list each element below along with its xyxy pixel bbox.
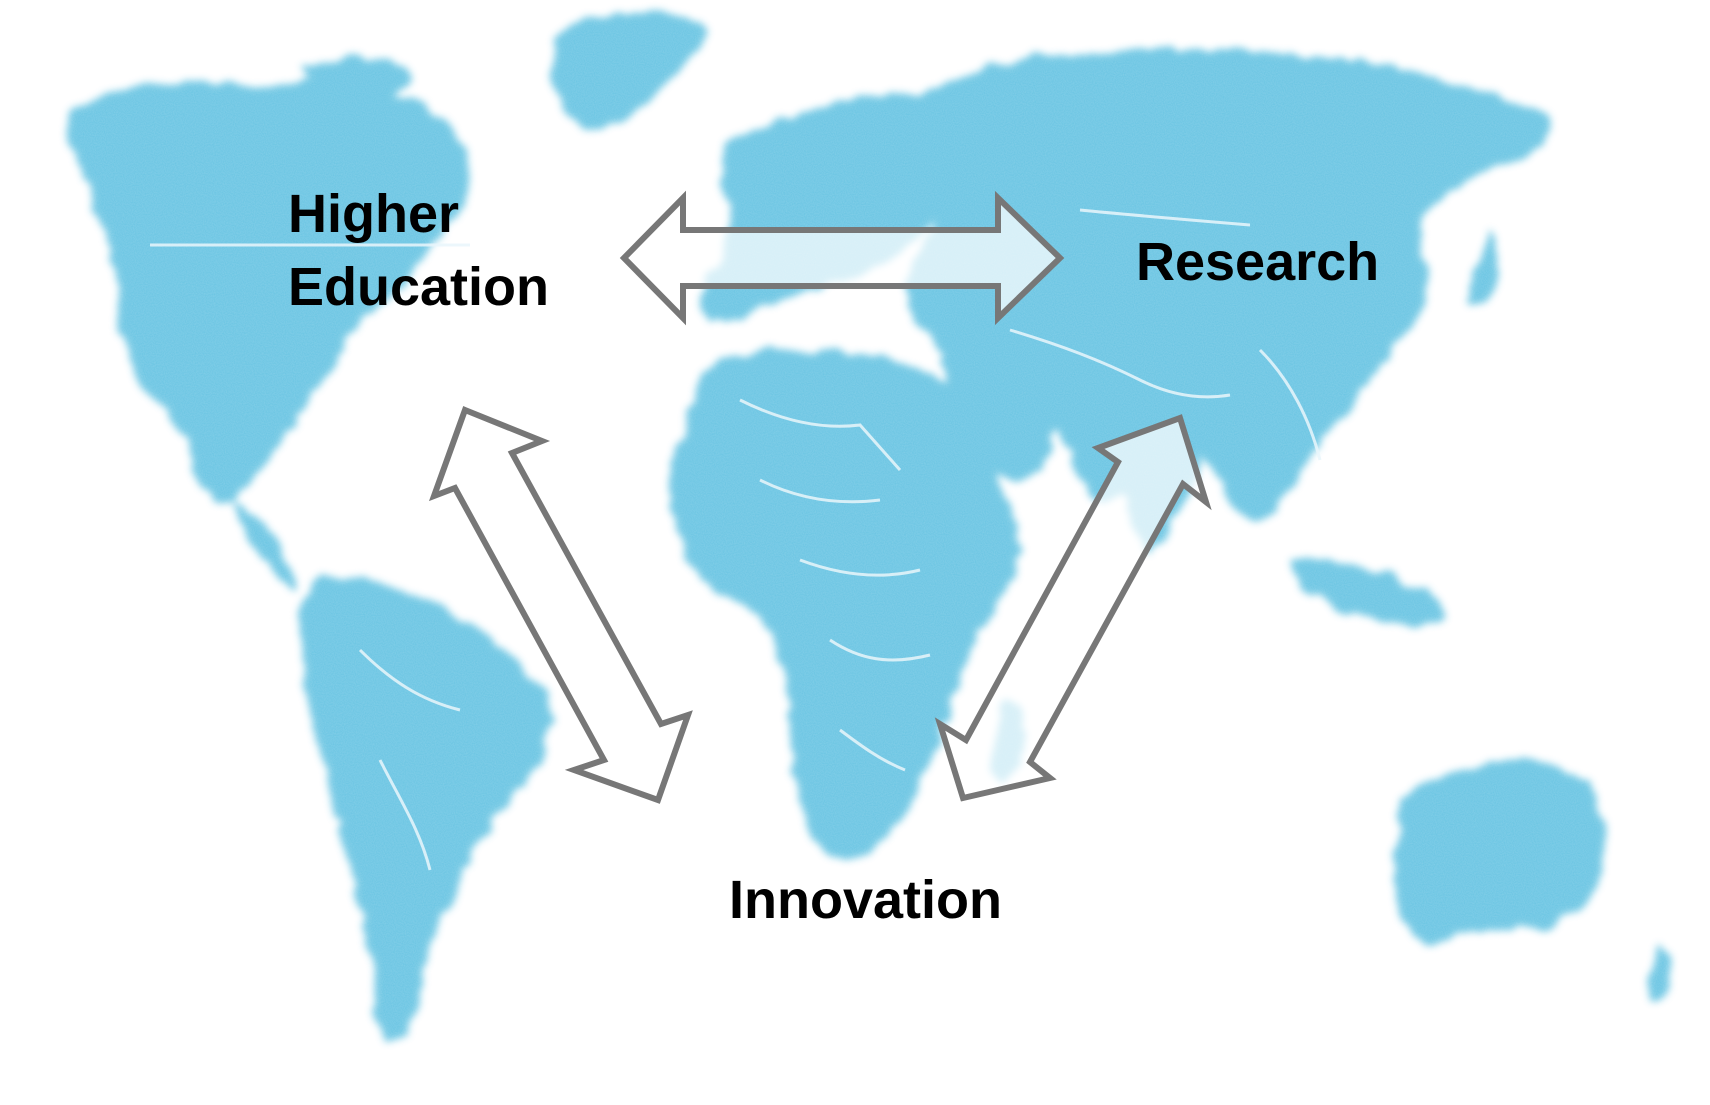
double-arrow-education-innovation [428, 406, 693, 804]
node-higher-education-line1: Higher [288, 184, 460, 244]
double-arrow-education-research-shape [619, 190, 1065, 326]
double-arrow-research-innovation [934, 414, 1212, 802]
node-innovation: Innovation [729, 870, 1002, 930]
node-research: Research [1136, 232, 1380, 292]
node-higher-education-line2: Education [288, 257, 550, 318]
node-higher-education: Higher Education [288, 178, 549, 325]
